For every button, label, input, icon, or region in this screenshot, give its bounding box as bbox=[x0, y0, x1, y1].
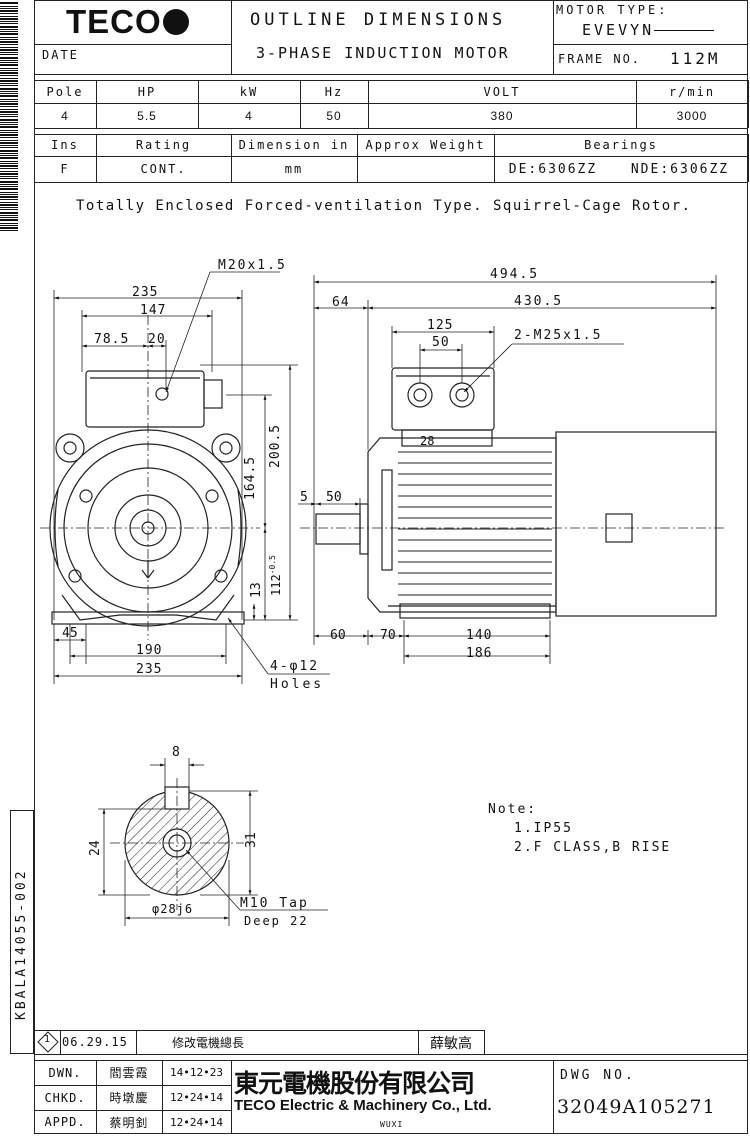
spec-header: Approx Weight bbox=[365, 138, 486, 152]
dim-31: 31 bbox=[244, 832, 259, 848]
spec-value: 3000 bbox=[676, 108, 708, 123]
title-date: 12•24•14 bbox=[170, 1115, 223, 1129]
spec-header: Hz bbox=[324, 84, 344, 99]
dim-430-5: 430.5 bbox=[514, 294, 564, 309]
note-item: 2.F CLASS,B RISE bbox=[514, 840, 672, 855]
dim-147: 147 bbox=[140, 303, 167, 318]
dim-125: 125 bbox=[427, 318, 454, 333]
dim-78-5: 78.5 bbox=[94, 332, 130, 347]
spec-header: kW bbox=[239, 84, 259, 99]
title-date: 14•12•23 bbox=[170, 1066, 223, 1079]
company-en: TECO Electric & Machinery Co., Ltd. bbox=[234, 1097, 492, 1114]
title-name: 時墩慶 bbox=[109, 1091, 149, 1105]
holes-label: Holes bbox=[270, 677, 325, 692]
spec-header: VOLT bbox=[483, 84, 521, 99]
terminal-box-front bbox=[85, 370, 205, 428]
dim-235-top: 235 bbox=[132, 285, 159, 300]
notes: Note: 1.IP55 2.F CLASS,B RISE bbox=[488, 800, 671, 857]
spec-header: HP bbox=[137, 84, 157, 99]
revision-mark: 1 bbox=[44, 1034, 51, 1045]
dim-13: 13 bbox=[249, 582, 264, 598]
dim-164-5: 164.5 bbox=[243, 455, 258, 500]
title-line-1: OUTLINE DIMENSIONS bbox=[250, 10, 507, 30]
dwg-label: DWG NO. bbox=[560, 1068, 636, 1083]
revision-by: 薛敏高 bbox=[430, 1036, 472, 1052]
spec-value: 5.5 bbox=[137, 108, 157, 123]
dim-8: 8 bbox=[172, 745, 180, 760]
title-date: 12•24•14 bbox=[170, 1091, 223, 1104]
dim-20: 20 bbox=[148, 332, 166, 347]
deep-label: Deep 22 bbox=[244, 914, 309, 928]
teco-logo: TECO bbox=[66, 3, 162, 40]
dim-186: 186 bbox=[466, 646, 493, 661]
spec-value: 4 bbox=[61, 108, 69, 123]
side-code: KBALA14055-002 bbox=[14, 868, 29, 1020]
spec-header: Bearings bbox=[584, 138, 658, 152]
shaft bbox=[315, 513, 361, 545]
spec-header: Dimension in bbox=[238, 138, 350, 152]
spec-value: 380 bbox=[490, 108, 514, 123]
title-name: 閻雲霞 bbox=[109, 1066, 149, 1080]
dim-60: 60 bbox=[330, 628, 346, 643]
spec-value: mm bbox=[284, 162, 304, 176]
spec-value: 50 bbox=[326, 108, 342, 123]
title-line-2: 3-PHASE INDUCTION MOTOR bbox=[256, 44, 510, 62]
dim-28j6: φ28j6 bbox=[152, 902, 194, 916]
dim-190: 190 bbox=[136, 643, 163, 658]
dim-45: 45 bbox=[62, 626, 78, 641]
title-name: 蔡明釗 bbox=[109, 1115, 149, 1130]
holes-count: 4-φ12 bbox=[270, 659, 320, 674]
fan-cover bbox=[555, 431, 717, 617]
motor-type-value: EVEVYN bbox=[582, 21, 715, 39]
dim-64: 64 bbox=[332, 295, 350, 310]
dim-m20: M20x1.5 bbox=[218, 258, 287, 273]
bearing-de: DE:6306ZZ bbox=[508, 161, 598, 177]
tap-label: M10 Tap bbox=[240, 896, 309, 911]
side-view bbox=[315, 367, 717, 619]
title-role: DWN. bbox=[48, 1065, 82, 1080]
barcode bbox=[0, 2, 18, 231]
revision-date: 06.29.15 bbox=[62, 1035, 128, 1049]
spec-header: Ins bbox=[51, 138, 79, 152]
title-role: APPD. bbox=[44, 1115, 86, 1129]
dwg-number: 32049A105271 bbox=[557, 1096, 716, 1118]
note-item: 1.IP55 bbox=[514, 821, 573, 836]
frame-label: FRAME NO. bbox=[558, 52, 642, 66]
dim-494-5: 494.5 bbox=[490, 267, 540, 282]
spec-value: F bbox=[60, 162, 70, 176]
dim-m25: 2-M25x1.5 bbox=[514, 328, 603, 343]
side-code-box bbox=[10, 810, 34, 1054]
spec-header: Pole bbox=[46, 84, 84, 99]
dim-24: 24 bbox=[88, 840, 103, 856]
spec-header: Rating bbox=[135, 138, 192, 152]
bearing-nde: NDE:6306ZZ bbox=[630, 161, 730, 177]
dim-112: 112-0.5 bbox=[268, 555, 283, 596]
dim-200-5: 200.5 bbox=[268, 423, 283, 468]
title-role: CHKD. bbox=[44, 1090, 86, 1105]
company-city: WUXI bbox=[380, 1120, 404, 1129]
notes-title: Note: bbox=[488, 802, 538, 817]
logo-swirl-icon bbox=[163, 9, 189, 35]
spec-header: r/min bbox=[668, 84, 716, 99]
dim-28: 28 bbox=[420, 434, 435, 448]
motor-type-label: MOTOR TYPE: bbox=[556, 3, 669, 17]
spec-value: 4 bbox=[245, 108, 253, 123]
dim-140: 140 bbox=[466, 628, 493, 643]
dim-50-shaft: 50 bbox=[326, 490, 342, 505]
drawing-frame bbox=[34, 0, 748, 1134]
date-label: DATE bbox=[42, 48, 79, 62]
spec-value: CONT. bbox=[140, 162, 187, 176]
description: Totally Enclosed Forced-ventilation Type… bbox=[76, 198, 692, 214]
dim-235-bottom: 235 bbox=[136, 662, 163, 677]
company-cn: 東元電機股份有限公司 bbox=[234, 1069, 475, 1098]
revision-desc: 修改電機總長 bbox=[172, 1036, 245, 1050]
frame-value: 112M bbox=[670, 49, 721, 68]
dim-50-box: 50 bbox=[432, 335, 450, 350]
dim-70: 70 bbox=[380, 628, 396, 643]
dim-5: 5 bbox=[300, 490, 308, 505]
